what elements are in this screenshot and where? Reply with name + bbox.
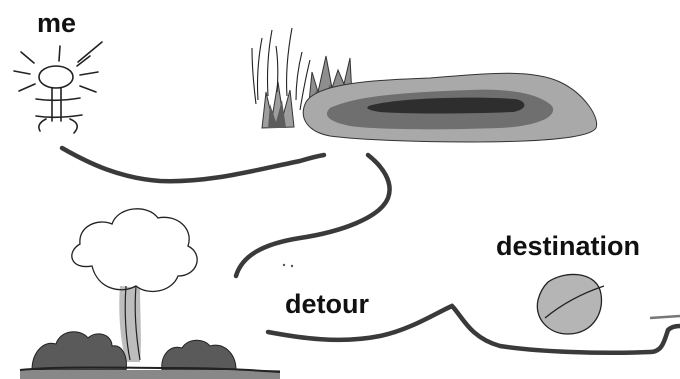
path-segment-detour (236, 155, 390, 276)
path-segment-start (62, 148, 324, 181)
label-me: me (37, 10, 76, 37)
stick-figure-icon (14, 42, 102, 133)
label-destination: destination (496, 233, 640, 260)
leaf-icon (537, 274, 604, 334)
dots (283, 264, 293, 267)
path-fragment (650, 316, 680, 318)
label-detour: detour (285, 291, 369, 318)
bushes-icon (20, 332, 280, 379)
